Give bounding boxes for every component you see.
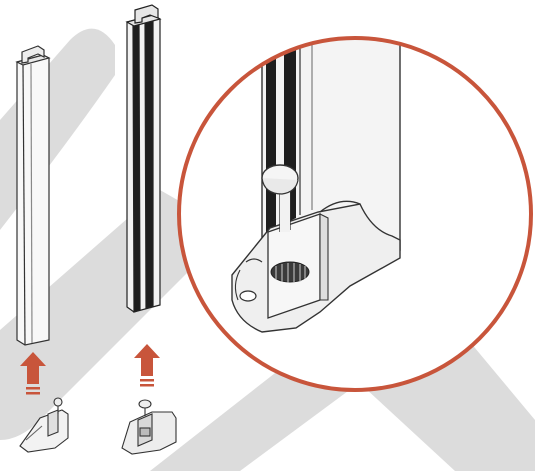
magnified-detail-icon xyxy=(177,36,533,392)
up-arrow-icon xyxy=(20,352,46,395)
clip-icon xyxy=(121,399,177,455)
up-arrow-icon xyxy=(134,344,160,387)
dark-profile-icon xyxy=(125,4,162,313)
light-profile-icon xyxy=(15,45,51,346)
clip-icon xyxy=(19,397,69,453)
